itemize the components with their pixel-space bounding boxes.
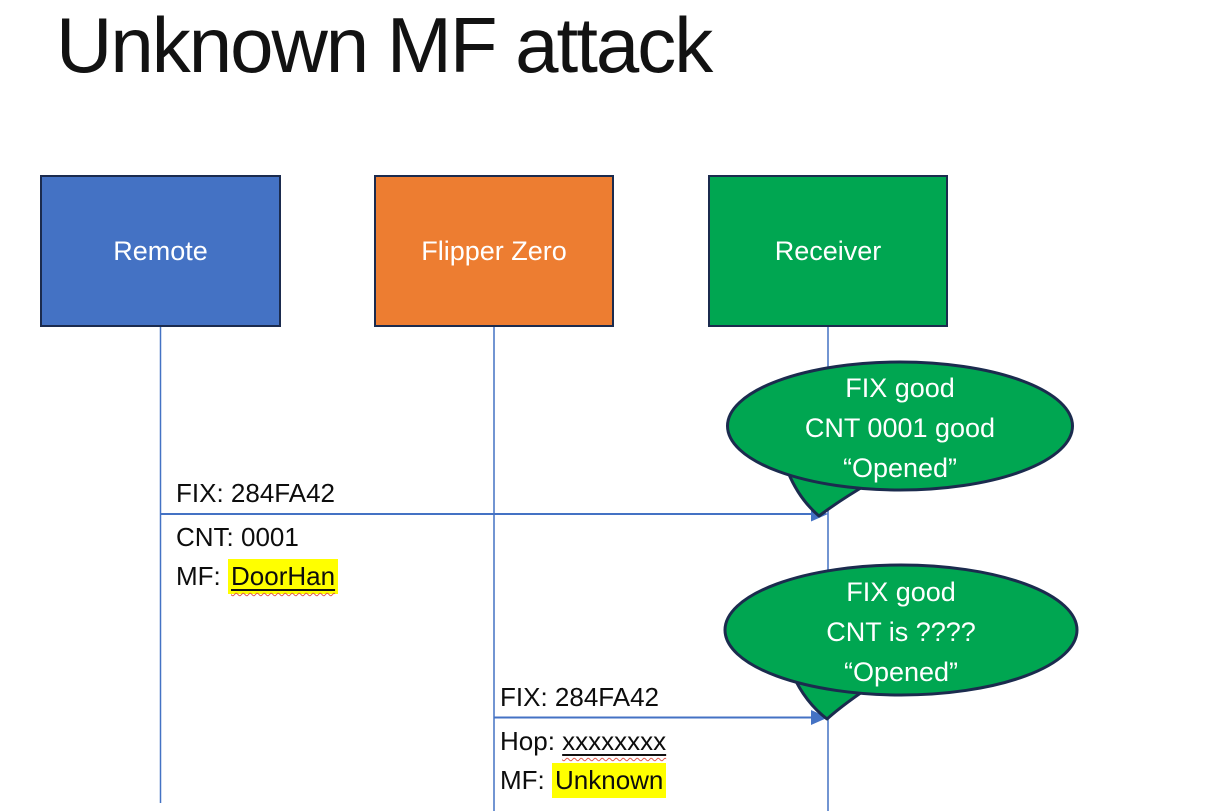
- message-1-fix-label: FIX: 284FA42: [176, 478, 335, 508]
- bubble-2-line-3: “Opened”: [843, 657, 959, 687]
- speech-bubble-1-text: FIX good CNT 0001 good “Opened”: [738, 368, 1062, 488]
- actor-box-receiver: Receiver: [708, 175, 948, 327]
- message-1-mf-value-highlighted: DoorHan: [228, 559, 339, 594]
- actor-label-receiver: Receiver: [774, 235, 882, 266]
- message-2-mf-value-highlighted: Unknown: [552, 763, 667, 798]
- actor-label-remote: Remote: [113, 235, 208, 266]
- bubble-2-line-2: CNT is ????: [826, 617, 976, 647]
- message-1-mf-label: MF: DoorHan: [176, 557, 339, 596]
- message-2-detail-labels: Hop: xxxxxxxx MF: Unknown: [500, 722, 667, 800]
- message-2-hop-prefix: Hop:: [500, 726, 563, 756]
- message-2-fix-label: FIX: 284FA42: [500, 682, 659, 712]
- speech-bubble-2-body: [723, 563, 1079, 697]
- bubble-1-line-3: “Opened”: [842, 453, 958, 483]
- actor-box-remote: Remote: [40, 175, 281, 327]
- actor-box-flipper-zero: Flipper Zero: [374, 175, 614, 327]
- message-2-hop-value-underlined: xxxxxxxx: [562, 726, 667, 756]
- slide-title: Unknown MF attack: [56, 1, 713, 89]
- speech-bubble-2-text: FIX good CNT is ???? “Opened”: [739, 572, 1063, 692]
- message-2-mf-prefix: MF:: [500, 765, 552, 795]
- bubble-2-line-1: FIX good: [846, 577, 956, 607]
- actor-label-flipper-zero: Flipper Zero: [421, 235, 567, 266]
- message-2-hop-label: Hop: xxxxxxxx: [500, 722, 666, 761]
- message-2-mf-label: MF: Unknown: [500, 761, 667, 800]
- message-1-detail-labels: CNT: 0001 MF: DoorHan: [176, 518, 339, 596]
- message-1-mf-prefix: MF:: [176, 561, 228, 591]
- speech-bubble-1-body: [726, 360, 1074, 492]
- message-arrow-2-head: [811, 710, 828, 725]
- bubble-1-line-1: FIX good: [845, 373, 955, 403]
- message-1-cnt-label: CNT: 0001: [176, 522, 299, 552]
- bubble-1-line-2: CNT 0001 good: [804, 413, 996, 443]
